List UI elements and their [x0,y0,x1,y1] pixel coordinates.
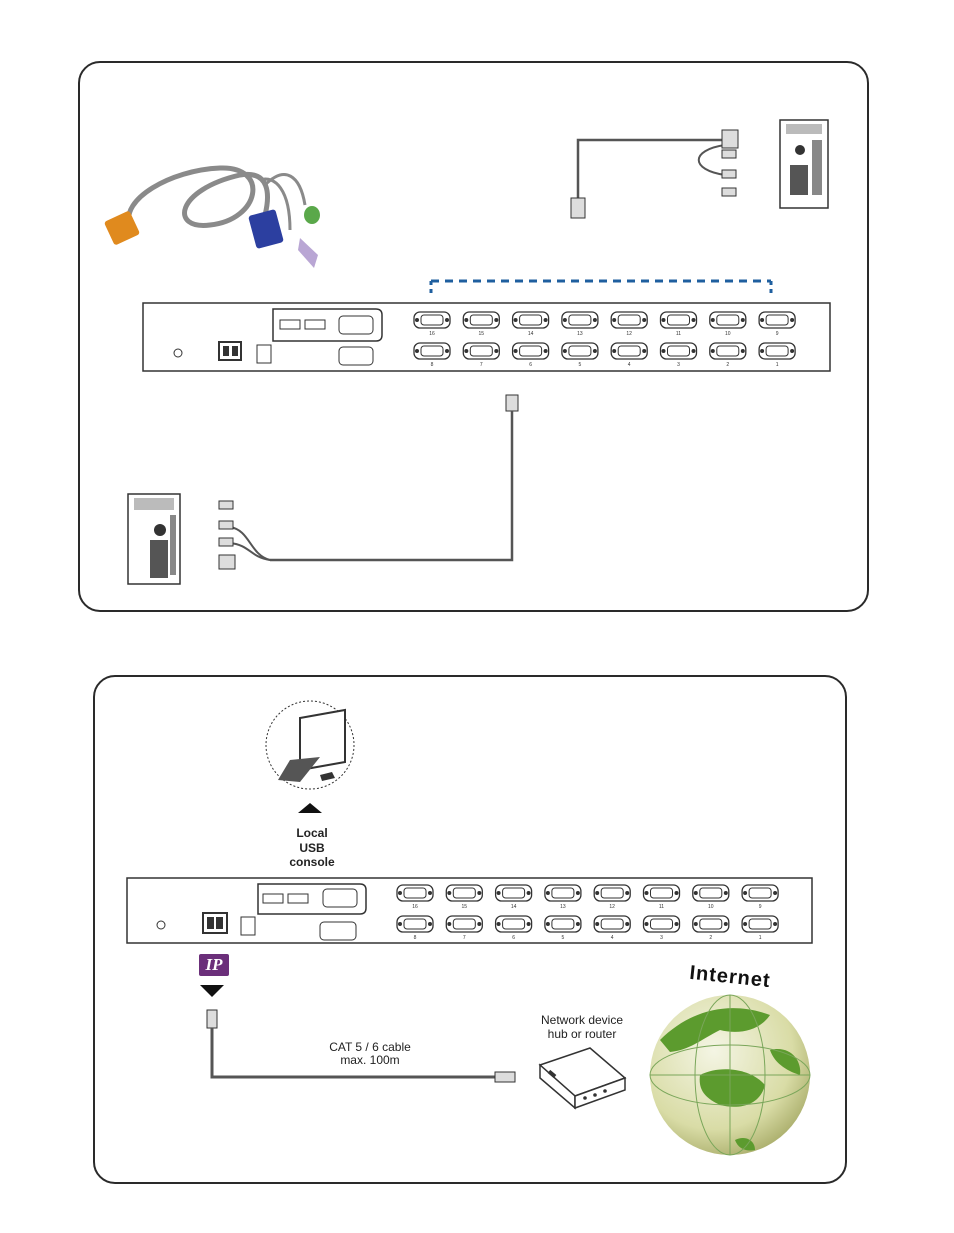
local-console-label: Local USB console [272,826,352,870]
ip-badge: IP [199,954,229,976]
local-console-line2: USB [272,841,352,856]
local-console-line1: Local [272,826,352,841]
port-number-label: 11 [676,331,681,337]
port-number-label: 10 [725,331,731,337]
port-number-label: 3 [677,362,680,368]
port-number-label: 16 [429,331,435,337]
port-number-label: 1 [776,362,779,368]
port-number-label: 12 [626,331,632,337]
port-number-label: 9 [776,331,779,337]
port-number-label: 14 [528,331,534,337]
port-number-label: 13 [577,331,583,337]
remote-computer-top [571,120,828,218]
cable-label: CAT 5 / 6 cable max. 100m [318,1041,422,1067]
local-console-line3: console [272,855,352,870]
port-number-label: 4 [628,362,631,368]
cable-line2: max. 100m [318,1054,422,1067]
kvm-cable-illustration [104,168,320,268]
port-number-label: 2 [726,362,729,368]
port-number-label: 8 [431,362,434,368]
port-number-label: 5 [579,362,582,368]
cat5-cable-top [219,395,518,569]
port-number-label: 15 [479,331,485,337]
network-device-label: Network device hub or router [530,1013,634,1041]
port-number-label: 6 [529,362,532,368]
local-computer-top [128,494,180,584]
dashed-port-range [431,281,771,296]
port-number-label: 7 [480,362,483,368]
network-device-line1: Network device [530,1013,634,1027]
bottom-connection-diagram [93,675,847,1184]
network-device-line2: hub or router [530,1027,634,1041]
